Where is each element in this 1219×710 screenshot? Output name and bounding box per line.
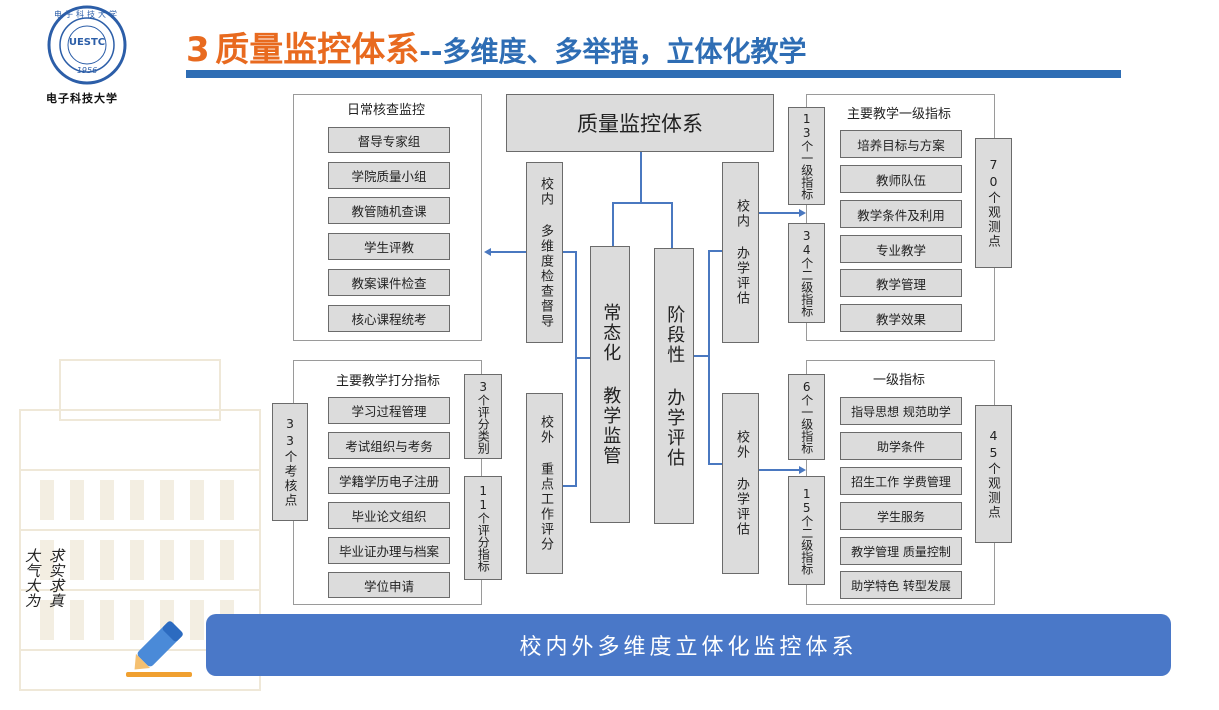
scoring-item: 毕业论文组织 — [328, 502, 450, 529]
daily-item: 督导专家组 — [328, 127, 450, 153]
title-number: 3 — [186, 30, 210, 70]
level1-item: 助学特色 转型发展 — [840, 571, 962, 599]
pencil-icon — [122, 612, 197, 680]
connector — [612, 202, 672, 204]
level1-right-note: 45个观测点 — [975, 405, 1012, 543]
internal-check-box: 校内 多维度检查督导 — [526, 162, 563, 343]
scoring-item: 学习过程管理 — [328, 397, 450, 424]
title-main: 质量监控体系 — [215, 30, 420, 70]
connector — [640, 152, 642, 202]
periodic-evaluation-label: 阶段性 办学评估 — [664, 304, 686, 468]
calligraphy-1: 大气大为 — [23, 548, 41, 608]
connector — [671, 202, 673, 248]
center-title-box: 质量监控体系 — [506, 94, 774, 152]
connector — [575, 357, 590, 359]
external-score-box: 校外 重点工作评分 — [526, 393, 563, 574]
title-sub: 多维度、多举措，立体化教学 — [442, 35, 807, 68]
logo-ring-text: 电子科技大学 — [54, 10, 120, 19]
primary-item: 教学效果 — [840, 304, 962, 332]
arrow-head — [484, 248, 491, 256]
internal-eval-label: 校内 办学评估 — [733, 199, 749, 306]
panel-primary-title: 主要教学一级指标 — [847, 107, 952, 122]
scoring-left-note: 33个考核点 — [272, 403, 308, 521]
primary-item: 教师队伍 — [840, 165, 962, 193]
title-underline — [186, 70, 1121, 78]
scoring-item: 学籍学历电子注册 — [328, 467, 450, 494]
banner-text: 校内外多维度立体化监控体系 — [519, 635, 858, 660]
regular-monitoring-box: 常态化 教学监管 — [590, 246, 630, 523]
daily-item: 教案课件检查 — [328, 269, 450, 296]
arrow-to-daily — [490, 251, 526, 253]
arrow-to-level1 — [759, 469, 799, 471]
title-dash: -- — [419, 35, 443, 68]
level1-right-note-label: 45个观测点 — [986, 428, 1001, 520]
primary-level1-note: 13个一级指标 — [788, 107, 825, 205]
connector — [563, 251, 577, 253]
logo-year: 1956 — [76, 66, 98, 75]
level1-second-label: 15个二级指标 — [799, 486, 814, 575]
university-name: 电子科技大学 — [46, 92, 118, 105]
scoring-categories-label: 3个评分类别 — [476, 379, 491, 454]
level1-item: 教学管理 质量控制 — [840, 537, 962, 565]
scoring-item: 学位申请 — [328, 572, 450, 598]
primary-level2-note: 34个二级指标 — [788, 223, 825, 323]
daily-item: 教管随机查课 — [328, 197, 450, 224]
arrow-head — [799, 466, 806, 474]
regular-monitoring-label: 常态化 教学监管 — [600, 303, 622, 466]
level1-item: 助学条件 — [840, 432, 962, 460]
level1-second-note: 15个二级指标 — [788, 476, 825, 585]
primary-right-note: 70个观测点 — [975, 138, 1012, 268]
level1-item: 学生服务 — [840, 502, 962, 530]
arrow-to-primary — [759, 212, 799, 214]
university-logo: UESTC 1956 电子科技大学 — [47, 5, 127, 85]
connector — [708, 463, 722, 465]
daily-item: 学生评教 — [328, 233, 450, 260]
primary-item: 教学管理 — [840, 269, 962, 297]
daily-item: 核心课程统考 — [328, 305, 450, 332]
level1-first-note: 6个一级指标 — [788, 374, 825, 460]
level1-item: 招生工作 学费管理 — [840, 467, 962, 495]
primary-item: 专业教学 — [840, 235, 962, 263]
primary-right-note-label: 70个观测点 — [986, 157, 1001, 249]
scoring-item: 考试组织与考务 — [328, 432, 450, 459]
scoring-categories-note: 3个评分类别 — [464, 374, 502, 459]
scoring-indicators-note: 11个评分指标 — [464, 476, 502, 580]
level1-item: 指导思想 规范助学 — [840, 397, 962, 425]
panel-level1-title: 一级指标 — [873, 373, 926, 388]
bottom-banner: 校内外多维度立体化监控体系 — [206, 614, 1171, 676]
primary-level2-label: 34个二级指标 — [799, 229, 814, 317]
internal-check-label: 校内 多维度检查督导 — [537, 176, 553, 329]
internal-eval-box: 校内 办学评估 — [722, 162, 759, 343]
panel-daily-title: 日常核查监控 — [347, 103, 426, 118]
scoring-indicators-label: 11个评分指标 — [476, 484, 491, 572]
connector — [575, 251, 577, 486]
external-score-label: 校外 重点工作评分 — [537, 415, 553, 552]
connector — [563, 485, 577, 487]
center-title: 质量监控体系 — [577, 112, 703, 136]
connector — [708, 250, 722, 252]
scoring-item: 毕业证办理与档案 — [328, 537, 450, 564]
logo-abbr: UESTC — [68, 37, 106, 48]
arrow-head — [799, 209, 806, 217]
primary-level1-label: 13个一级指标 — [799, 112, 814, 200]
page-title: 3 质量监控体系--多维度、多举措，立体化教学 — [186, 22, 807, 71]
calligraphy-2: 求实求真 — [47, 548, 65, 608]
periodic-evaluation-box: 阶段性 办学评估 — [654, 248, 694, 524]
connector — [612, 202, 614, 246]
primary-item: 培养目标与方案 — [840, 130, 962, 158]
scoring-left-note-label: 33个考核点 — [282, 416, 298, 508]
external-eval-box: 校外 办学评估 — [722, 393, 759, 574]
external-eval-label: 校外 办学评估 — [733, 430, 749, 537]
daily-item: 学院质量小组 — [328, 162, 450, 189]
primary-item: 教学条件及利用 — [840, 200, 962, 228]
level1-first-label: 6个一级指标 — [799, 380, 814, 454]
panel-scoring-title: 主要教学打分指标 — [336, 374, 441, 389]
connector — [708, 250, 710, 464]
connector — [694, 355, 708, 357]
